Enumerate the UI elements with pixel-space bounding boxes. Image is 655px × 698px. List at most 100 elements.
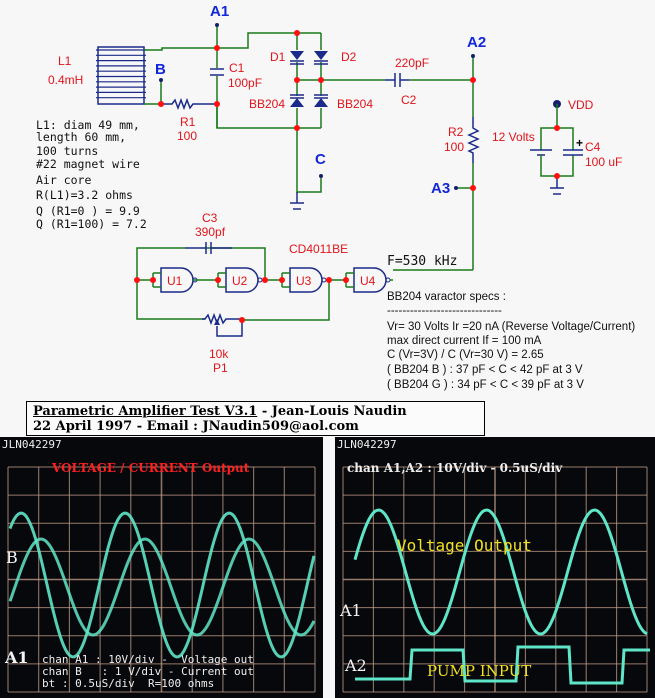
- scope-left-note-2: chan B : 1 V/div - Current out: [42, 665, 254, 678]
- resistor-r1-icon: [161, 97, 217, 111]
- scope-right-trace-a2-label: A2: [345, 656, 367, 675]
- junction-dots: [158, 30, 560, 191]
- inductor-l1-icon: [96, 46, 146, 105]
- coil-notes: L1: diam 49 mm, length 60 mm, 100 turns …: [36, 118, 147, 231]
- svg-text:Q (R1=0 ) = 9.9: Q (R1=0 ) = 9.9: [36, 204, 140, 218]
- ground-icon: [290, 192, 304, 210]
- node-a1-label: A1: [210, 3, 229, 20]
- node-c-terminal: [319, 174, 323, 178]
- scope-left-note-3: bt : 0.5uS/div R=100 ohms: [42, 677, 215, 690]
- varactor-d1-icon: [290, 51, 304, 65]
- title-line-2: 22 April 1997 - Email : JNaudin509@aol.c…: [33, 419, 359, 434]
- d1-type: BB204: [249, 97, 285, 111]
- title-line-1: Parametric Amplifier Test V3.1 - Jean-Lo…: [33, 404, 478, 419]
- c2-name: C2: [401, 93, 417, 107]
- scope-left-id: JLN042297: [2, 438, 62, 451]
- svg-text:Air core: Air core: [36, 173, 91, 187]
- node-a1-terminal: [215, 23, 219, 27]
- scope-right-photo: JLN042297 chan A1,A2 : 10V/div - 0.5uS/d…: [335, 437, 655, 698]
- nand-gate-u2-icon: U2: [217, 267, 263, 293]
- battery-icon: [530, 104, 574, 177]
- scope-left-trace-b-label: B: [6, 548, 18, 567]
- c4-name: C4: [585, 140, 601, 154]
- node-a3-terminal: [454, 186, 458, 190]
- wire: [242, 280, 330, 321]
- node-a2-terminal: [471, 54, 475, 58]
- vdd-label: VDD: [568, 98, 594, 112]
- scope-left-heading: VOLTAGE / CURRENT Output: [52, 461, 250, 475]
- node-a2-label: A2: [467, 34, 486, 51]
- svg-text:R(L1)=3.2 ohms: R(L1)=3.2 ohms: [36, 188, 133, 202]
- scope-right-heading: chan A1,A2 : 10V/div - 0.5uS/div: [347, 461, 563, 475]
- nand-gate-u4-icon: U4: [345, 267, 391, 293]
- l1-value: 0.4mH: [48, 73, 83, 87]
- svg-text:Q (R1=100) = 7.2: Q (R1=100) = 7.2: [36, 217, 147, 231]
- d2-type: BB204: [337, 97, 373, 111]
- c4-value: 100 uF: [585, 155, 622, 169]
- title-underlined: Parametric Amplifier Test V3.1: [33, 404, 258, 419]
- r2-value: 100: [444, 140, 464, 154]
- wire: [296, 128, 322, 193]
- r2-name: R2: [448, 125, 464, 139]
- l1-name: L1: [58, 54, 72, 68]
- svg-text:max direct current If = 100 mA: max direct current If = 100 mA: [387, 335, 542, 347]
- scope-right-trace-a1-label: A1: [340, 601, 362, 620]
- c3-name: C3: [202, 211, 218, 225]
- nand-gate-u3-icon: U3: [281, 267, 327, 293]
- wire: [216, 104, 321, 129]
- svg-text:#22 magnet wire: #22 magnet wire: [36, 157, 140, 171]
- scope-left-trace-a1-label: A1: [5, 648, 29, 667]
- svg-text:length 60 mm,: length 60 mm,: [36, 130, 126, 144]
- varactor-bb204-left-icon: [290, 94, 304, 107]
- node-b-label: B: [155, 61, 166, 78]
- ic-name: CD4011BE: [289, 242, 348, 256]
- gate-label: U3: [296, 274, 312, 288]
- node-c-label: C: [315, 151, 326, 168]
- d2-name: D2: [341, 50, 357, 64]
- r1-name: R1: [180, 115, 196, 129]
- c1-name: C1: [229, 61, 245, 75]
- wire: [144, 32, 321, 51]
- varactor-specs: BB204 varactor specs : -----------------…: [387, 291, 635, 391]
- node-b-terminal: [159, 78, 163, 82]
- title-box: Parametric Amplifier Test V3.1 - Jean-Lo…: [26, 401, 485, 436]
- nand-gate-u1-icon: U1: [152, 267, 198, 293]
- trace-a2: [355, 645, 650, 685]
- resistor-r2-icon: [467, 117, 480, 163]
- scope-left-screen: [7, 466, 316, 693]
- scope-right-id: JLN042297: [337, 438, 397, 451]
- svg-text:------------------------------: ------------------------------: [387, 305, 502, 317]
- wire: [136, 280, 205, 320]
- p1-value: 10k: [209, 347, 229, 361]
- r1-value: 100: [177, 129, 197, 143]
- svg-text:Vr= 30 Volts Ir =20 nA (Revers: Vr= 30 Volts Ir =20 nA (Reverse Voltage/…: [387, 321, 635, 333]
- wire: [136, 247, 185, 280]
- c2-value: 220pF: [395, 56, 429, 70]
- potentiometer-p1-icon: [202, 312, 243, 337]
- svg-text:BB204 varactor specs :: BB204 varactor specs :: [387, 291, 506, 303]
- junction-dots: [134, 277, 349, 323]
- trace-a1: [8, 511, 316, 659]
- c3-value: 390pf: [195, 225, 226, 239]
- svg-text:( BB204 G ) : 34 pF < C < 39 p: ( BB204 G ) : 34 pF < C < 39 pF at 3 V: [387, 379, 584, 391]
- trace-a1: [353, 508, 648, 636]
- scope-left-note-1: chan A1 : 10V/div - Voltage out: [42, 653, 254, 666]
- svg-text:+: +: [576, 136, 583, 150]
- scope-left-photo: JLN042297 VOLTAGE / CURRENT Output B A1 …: [0, 437, 323, 698]
- capacitor-c2-icon: [385, 73, 409, 87]
- capacitor-c4-icon: +: [563, 136, 583, 156]
- capacitor-c1-icon: [210, 68, 224, 76]
- varactor-bb204-right-icon: [314, 94, 328, 107]
- trace-b: [8, 537, 316, 637]
- varactor-d2-icon: [314, 51, 328, 65]
- gate-label: U1: [167, 274, 183, 288]
- node-a3-label: A3: [431, 180, 450, 197]
- wire: [144, 80, 162, 105]
- p1-name: P1: [213, 361, 228, 375]
- svg-text:( BB204 B ) : 37 pF < C < 42 p: ( BB204 B ) : 37 pF < C < 42 pF at 3 V: [387, 364, 583, 376]
- frequency-label: F=530 kHz: [387, 254, 457, 269]
- gate-label: U4: [360, 274, 376, 288]
- circuit-schematic: L1 0.4mH C1 100pF R1 100: [36, 3, 635, 391]
- battery-voltage: 12 Volts: [492, 130, 535, 144]
- svg-text:C (Vr=3V) / C (Vr=30 V) = 2.65: C (Vr=3V) / C (Vr=30 V) = 2.65: [387, 349, 544, 361]
